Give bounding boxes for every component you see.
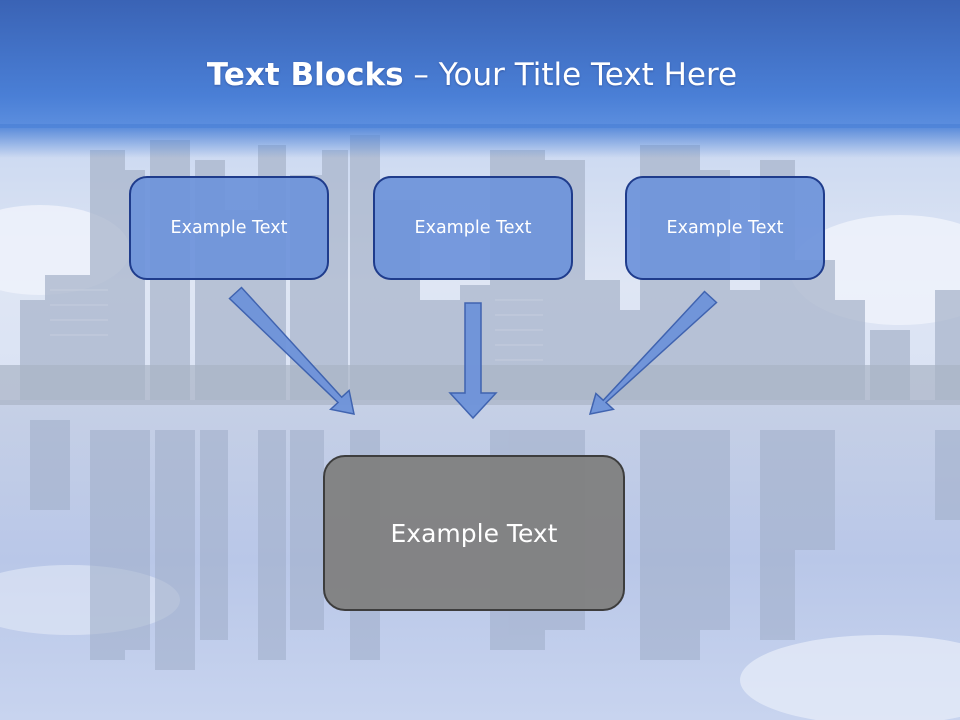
cloud [740, 635, 960, 720]
text-block-3-label: Example Text [666, 218, 784, 238]
arrow-left [228, 286, 355, 415]
text-block-3: Example Text [625, 176, 825, 280]
arrow-right [588, 290, 718, 415]
header-band [0, 0, 960, 128]
title-bold: Text Blocks [206, 57, 404, 93]
text-block-2: Example Text [373, 176, 573, 280]
center-result-block: Example Text [323, 455, 625, 611]
title-separator: – [403, 57, 439, 93]
text-block-1-label: Example Text [170, 218, 288, 238]
building-window-lines [50, 289, 543, 361]
arrow-center [448, 302, 498, 420]
title-rest: Your Title Text Here [438, 57, 738, 93]
text-block-2-label: Example Text [414, 218, 532, 238]
center-result-label: Example Text [390, 518, 558, 548]
text-block-1: Example Text [129, 176, 329, 280]
slide-title: Text Blocks – Your Title Text Here [0, 52, 944, 98]
